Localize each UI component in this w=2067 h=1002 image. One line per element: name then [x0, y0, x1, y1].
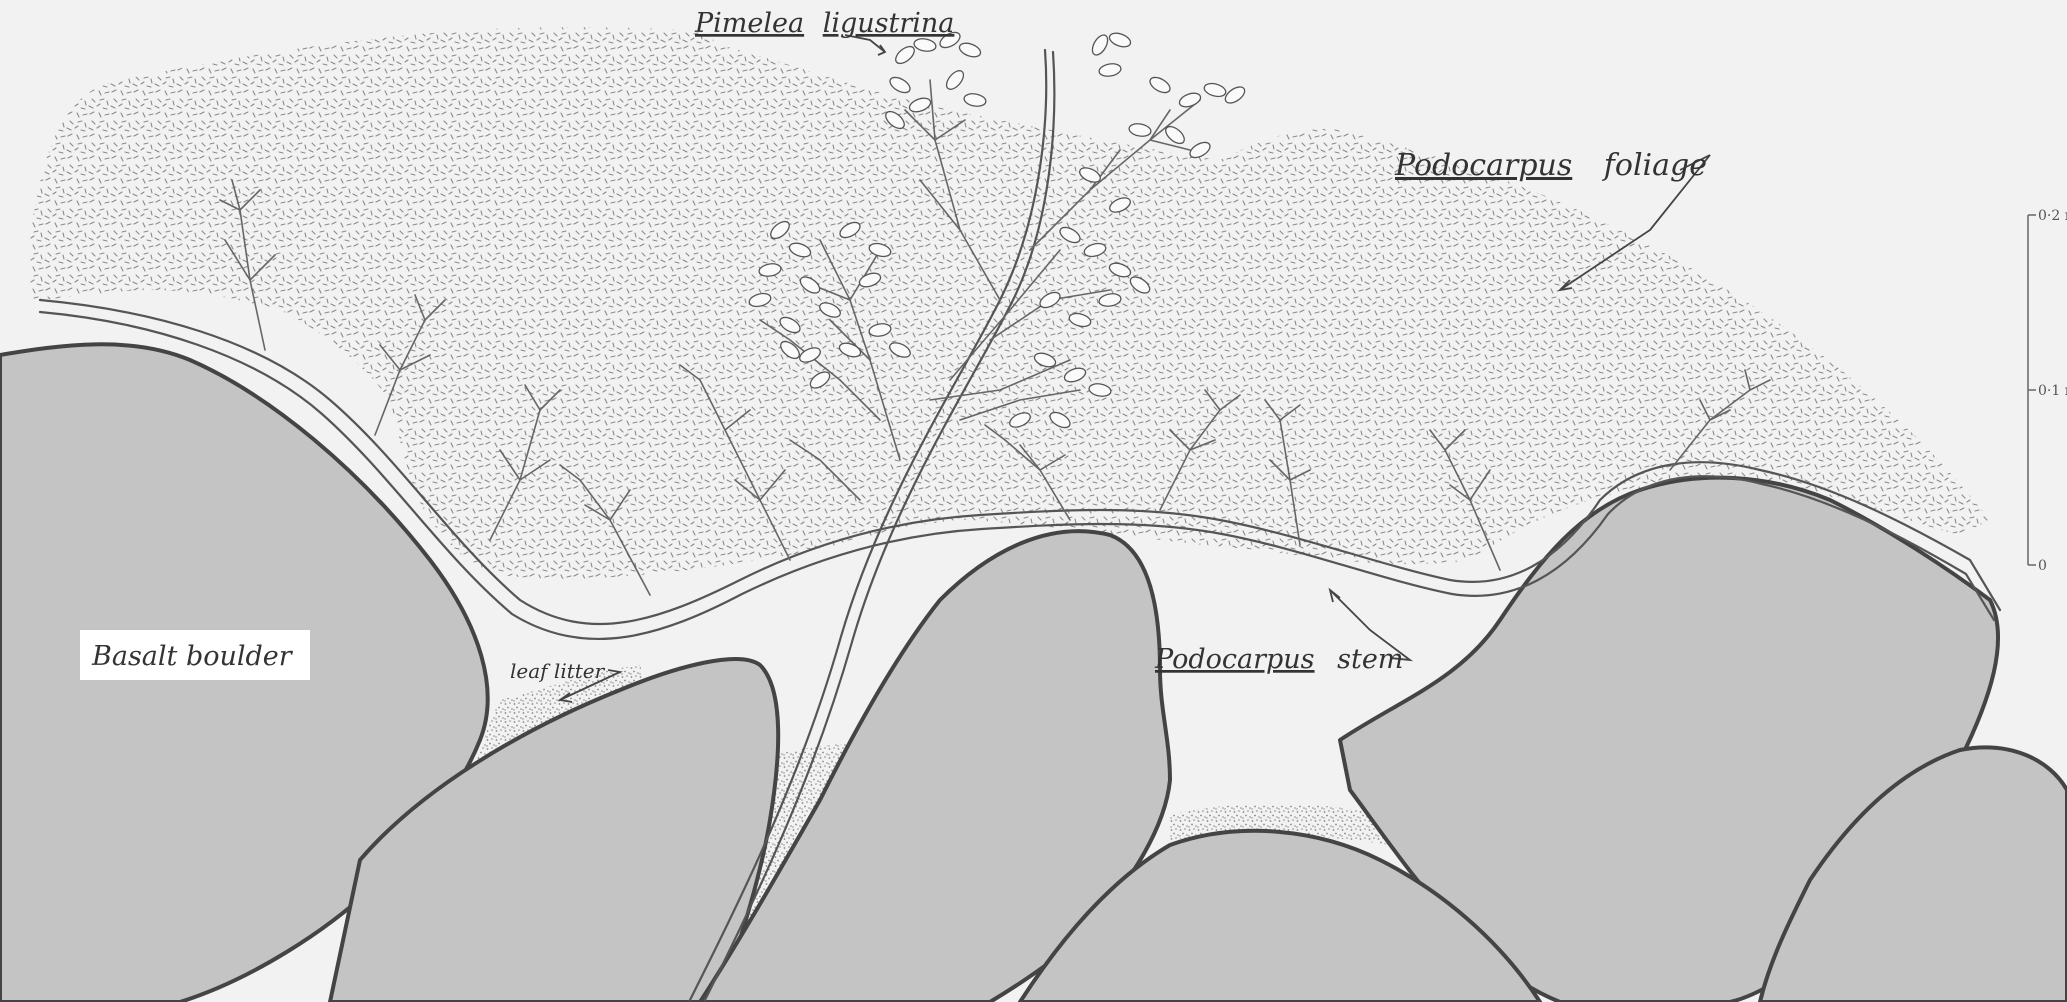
podocarpus-foliage-label: Podocarpus foliage [1394, 148, 1707, 183]
scale-tick-label-top: 0·2 m [2038, 208, 2067, 224]
pimelea-ligustrina-label: Pimelea ligustrina [694, 8, 954, 39]
scale-tick-label-zero: 0 [2038, 558, 2047, 574]
scale-bar [2028, 215, 2036, 565]
pimelea-genus-text: Pimelea [694, 8, 804, 39]
scale-tick-label-mid: 0·1 m [2038, 383, 2067, 399]
podocarpus-foliage-word-text: foliage [1602, 148, 1707, 183]
basalt-boulder-label: Basalt boulder [91, 641, 294, 672]
podocarpus-stem-label: Podocarpus stem [1154, 644, 1403, 675]
podocarpus-stem-genus-text: Podocarpus [1154, 644, 1315, 675]
podocarpus-foliage-genus-text: Podocarpus [1394, 148, 1572, 183]
leaf-litter-label: leaf litter [510, 659, 606, 683]
podocarpus-stem-word-text: stem [1337, 644, 1403, 675]
pimelea-species-text: ligustrina [823, 8, 955, 39]
